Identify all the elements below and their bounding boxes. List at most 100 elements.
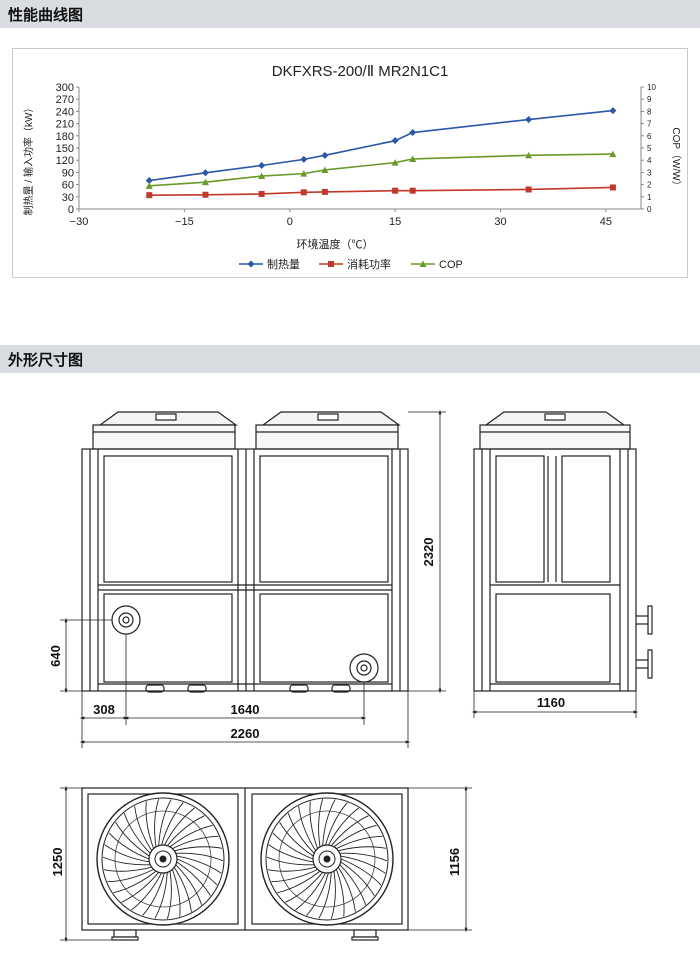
y2-tick-label: 7 bbox=[647, 120, 652, 129]
x-tick-label: −15 bbox=[175, 216, 194, 228]
fan-blade-wire bbox=[298, 806, 317, 852]
fan-blade-wire bbox=[340, 858, 382, 886]
y2-tick-label: 0 bbox=[647, 205, 652, 214]
top-view bbox=[81, 787, 409, 941]
x-tick-label: 15 bbox=[389, 216, 401, 228]
y-axis-label: 制热量 / 输入功率（kW） bbox=[22, 103, 35, 216]
series-point-0 bbox=[321, 151, 329, 159]
fan-hub-inner bbox=[318, 850, 336, 868]
fan-blade-wire bbox=[340, 861, 375, 896]
fan-blade-wire bbox=[176, 855, 222, 874]
dim-top-depth-1250: 1250 bbox=[50, 848, 65, 877]
legend-marker bbox=[328, 261, 334, 267]
dim-height-2320: 2320 bbox=[421, 538, 436, 567]
fan-blade-wire bbox=[285, 872, 324, 903]
legend-marker bbox=[419, 260, 427, 267]
series-point-1 bbox=[146, 192, 153, 199]
fan-dome-left bbox=[92, 411, 238, 450]
legend-label: 消耗功率 bbox=[347, 257, 391, 271]
fan-blade-wire bbox=[295, 872, 326, 911]
fan-blade-wire bbox=[330, 815, 369, 846]
series-point-2 bbox=[321, 166, 329, 173]
fan-blade-wire bbox=[337, 866, 356, 912]
legend-label: COP bbox=[439, 259, 463, 271]
dim-pipe-height-640: 640 bbox=[48, 645, 63, 667]
fan-blade-wire bbox=[131, 872, 162, 911]
x-tick-label: 0 bbox=[287, 216, 293, 228]
front-view bbox=[81, 411, 409, 693]
unit-frame bbox=[81, 448, 409, 692]
fan-blade-wire bbox=[103, 866, 152, 872]
dimension-drawings: 2320 640 308 1640 2260 1160 1250 1156 bbox=[48, 409, 653, 943]
side-view bbox=[473, 411, 653, 692]
series-point-0 bbox=[391, 137, 399, 145]
fan-blade-wire bbox=[102, 856, 151, 866]
fan-left bbox=[96, 792, 230, 926]
series-point-0 bbox=[145, 177, 153, 185]
fan-blade-wire bbox=[267, 866, 316, 872]
fan-guard-ring bbox=[265, 797, 389, 921]
x-axis-label: 环境温度（℃） bbox=[297, 237, 374, 251]
fan-blade-wire bbox=[287, 813, 315, 854]
dim-pipe-offset-308: 308 bbox=[93, 702, 115, 717]
series-point-0 bbox=[525, 116, 533, 124]
chart-legend: 制热量 消耗功率 COP bbox=[239, 257, 463, 271]
dimensions-section-header: 外形尺寸图 bbox=[0, 345, 700, 373]
series-point-1 bbox=[202, 191, 209, 198]
dim-side-width-1160: 1160 bbox=[537, 695, 565, 710]
fan-blade-wire bbox=[161, 802, 184, 846]
series-point-1 bbox=[321, 188, 328, 195]
y2-axis-label: COP（W/W） bbox=[670, 127, 682, 190]
series-point-2 bbox=[409, 155, 417, 162]
y2-tick-label: 10 bbox=[647, 83, 656, 92]
series-point-1 bbox=[258, 190, 265, 197]
fan-blade-wire bbox=[338, 846, 387, 852]
fan-guard-ring bbox=[278, 810, 376, 908]
series-point-1 bbox=[300, 189, 307, 196]
fan-blade-wire bbox=[176, 861, 211, 896]
y-tick-label: 210 bbox=[56, 119, 74, 131]
x-tick-label: 30 bbox=[494, 216, 506, 228]
fan-blade-wire bbox=[169, 824, 213, 848]
fan-blade-wire bbox=[333, 824, 377, 848]
y2-tick-label: 3 bbox=[647, 168, 652, 177]
front-dimensions bbox=[60, 409, 446, 748]
legend-label: 制热量 bbox=[267, 258, 300, 271]
fan-blade-wire bbox=[328, 807, 359, 846]
water-outlet-flange bbox=[349, 653, 379, 683]
fan-blade-wire bbox=[142, 872, 165, 916]
y-tick-label: 180 bbox=[56, 131, 74, 143]
upper-panel-left bbox=[103, 455, 233, 583]
chart-canvas: DKFXRS-200/Ⅱ MR2N1C1 0306090120150180210… bbox=[22, 63, 682, 271]
x-tick-label: 45 bbox=[600, 216, 612, 228]
y-tick-label: 30 bbox=[62, 192, 74, 204]
fan-blade-wire bbox=[115, 822, 150, 857]
fan-blade-wire bbox=[113, 870, 157, 894]
fan-blade-wire bbox=[107, 869, 154, 883]
lower-panel-left bbox=[103, 593, 233, 683]
side-dimensions bbox=[471, 691, 639, 718]
side-frame bbox=[473, 448, 637, 692]
y-tick-label: 240 bbox=[56, 106, 74, 118]
series-line-2 bbox=[149, 153, 613, 187]
dim-top-depth-1156: 1156 bbox=[447, 848, 462, 876]
fan-blade-wire bbox=[330, 871, 336, 919]
series-point-0 bbox=[201, 169, 209, 177]
y-tick-label: 60 bbox=[62, 180, 74, 192]
series-point-2 bbox=[300, 170, 308, 177]
plot-area: 0306090120150180210240270300012345678910… bbox=[56, 82, 657, 228]
fan-blade-wire bbox=[339, 852, 388, 862]
y-tick-label: 120 bbox=[56, 155, 74, 167]
fan-blade-wire bbox=[318, 872, 332, 919]
dimensions-section-title: 外形尺寸图 bbox=[8, 351, 84, 369]
fan-blade-wire bbox=[175, 852, 224, 862]
series-point-2 bbox=[525, 151, 533, 159]
chart-title: DKFXRS-200/Ⅱ MR2N1C1 bbox=[272, 63, 449, 80]
performance-section-title: 性能曲线图 bbox=[8, 6, 84, 24]
fan-blade-wire bbox=[134, 806, 153, 852]
series-point-0 bbox=[300, 155, 308, 163]
series-point-1 bbox=[525, 186, 532, 193]
fan-dome-right bbox=[255, 411, 401, 450]
fan-hub-center bbox=[159, 855, 167, 863]
x-tick-label: −30 bbox=[70, 216, 89, 228]
